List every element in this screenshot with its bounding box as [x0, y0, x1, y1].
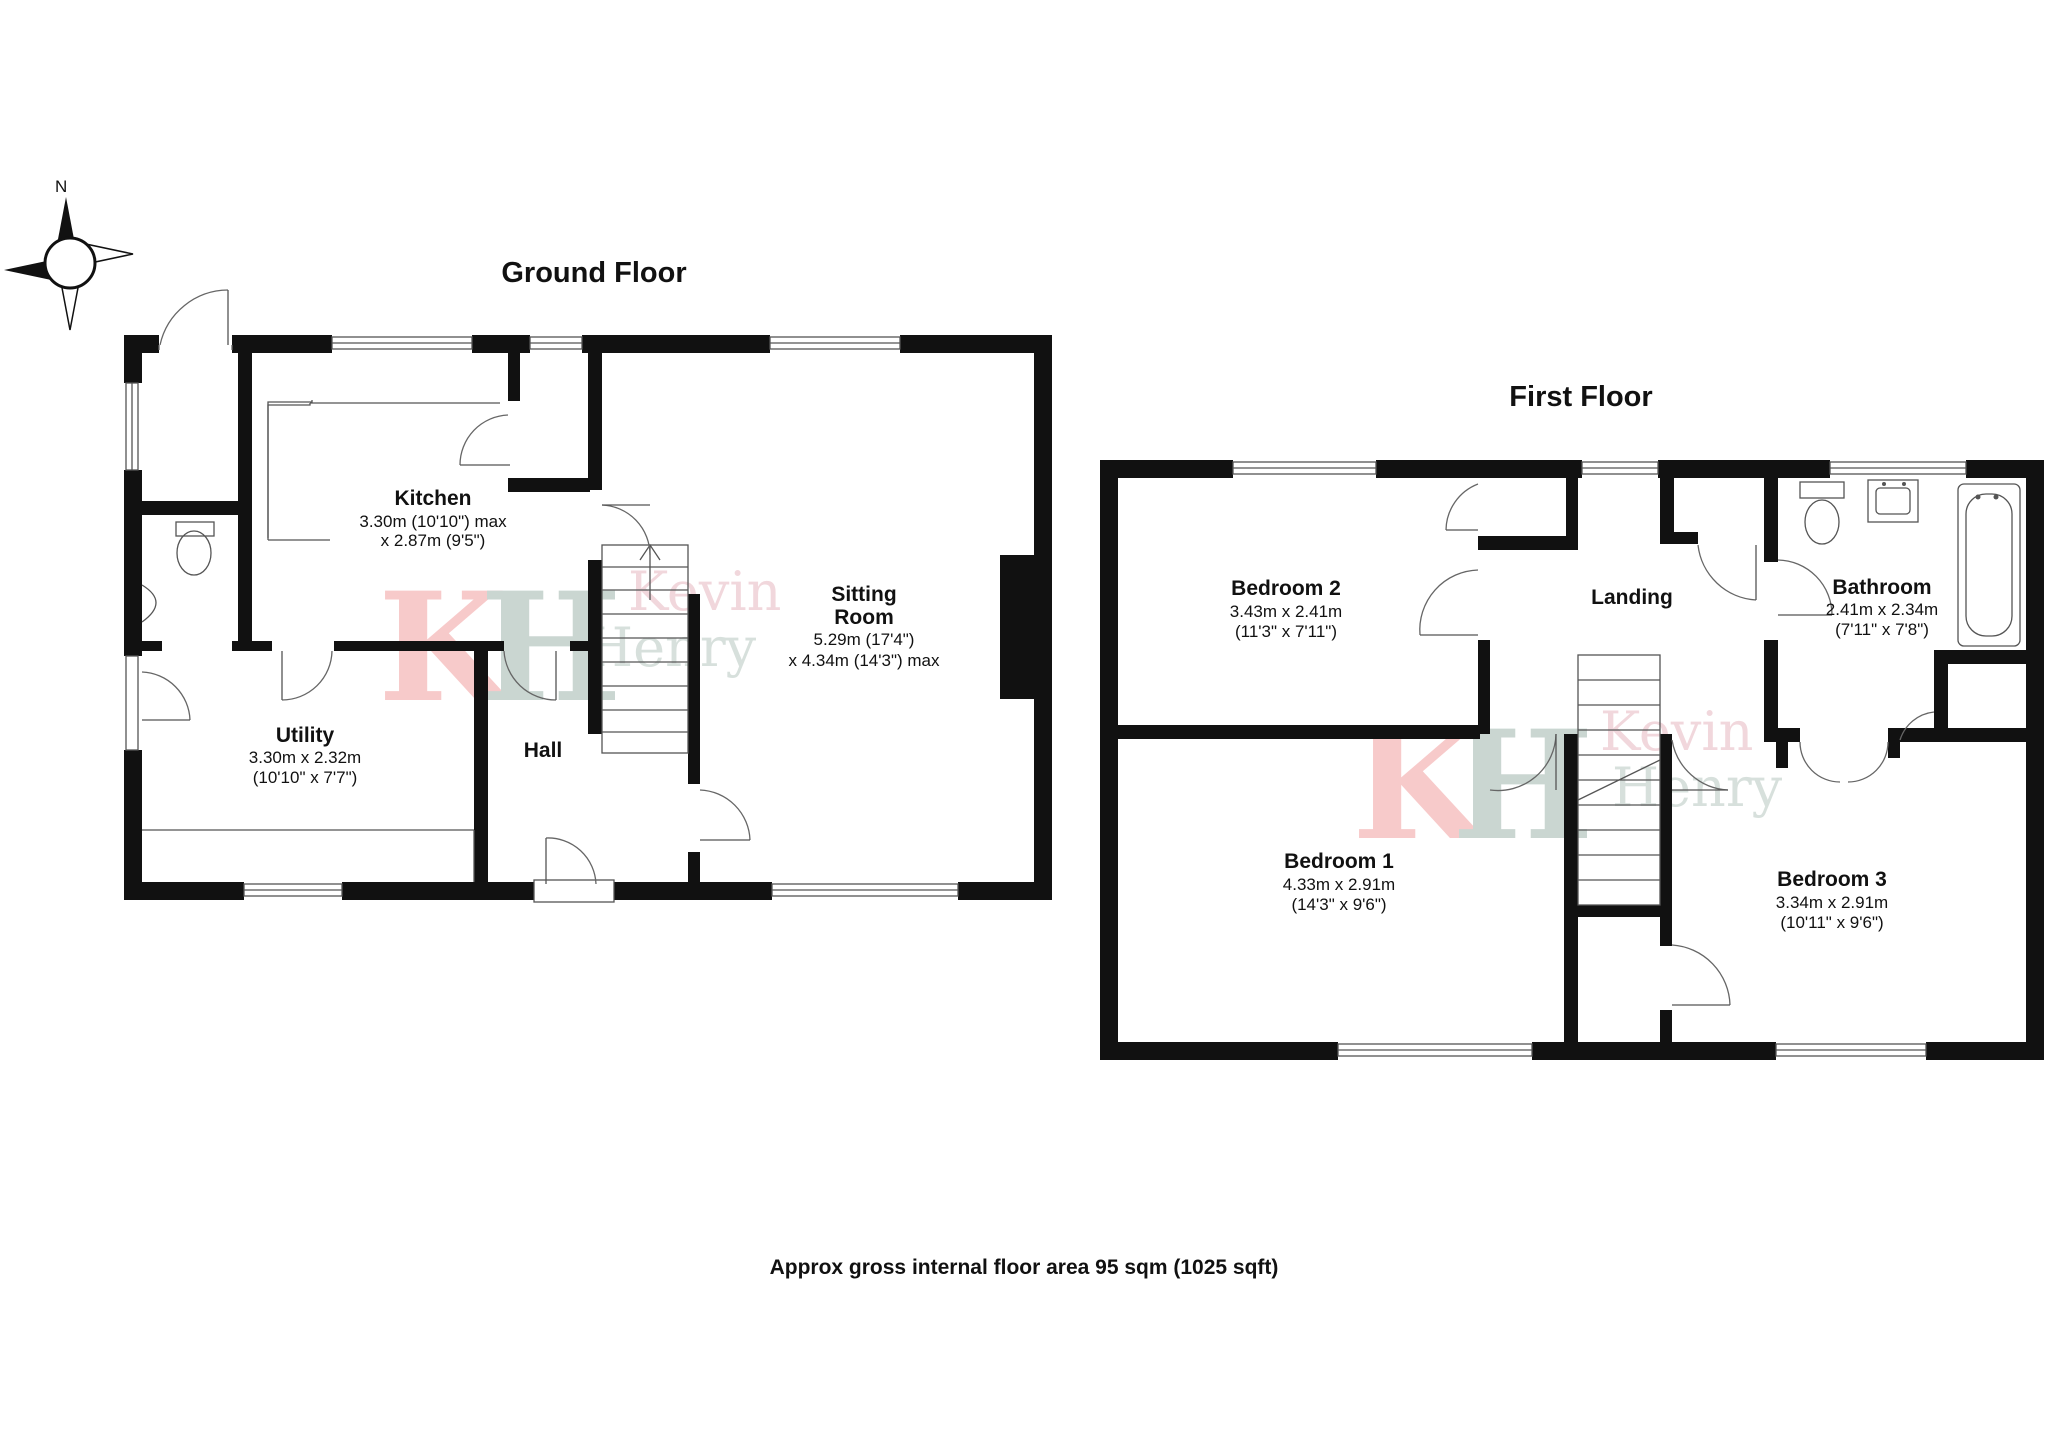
- bedroom-1-name: Bedroom 1: [1284, 850, 1394, 873]
- room-sitting-room: Sitting Room 5.29m (17'4") x 4.34m (14'3…: [789, 583, 940, 670]
- kitchen-dims-line2: x 2.87m (9'5"): [381, 531, 486, 550]
- first-floor-fittings: [1577, 479, 2021, 906]
- hall-name: Hall: [524, 739, 563, 762]
- bathroom-dims-line1: 2.41m x 2.34m: [1826, 600, 1938, 619]
- first-floor-title: First Floor: [1509, 381, 1652, 413]
- first-floor-walls: [1100, 460, 2044, 1060]
- sitting-room-name-line1: Sitting: [831, 583, 896, 606]
- first-floor-windows: [1232, 461, 1967, 1057]
- sitting-room-dims-line1: 5.29m (17'4"): [814, 630, 915, 649]
- sitting-room-dims-line2: x 4.34m (14'3") max: [789, 651, 940, 670]
- first-floor-doors: [1419, 483, 1935, 1006]
- room-kitchen: Kitchen 3.30m (10'10") max x 2.87m (9'5"…: [359, 487, 507, 550]
- bedroom-3-name: Bedroom 3: [1777, 868, 1887, 891]
- utility-dims-line1: 3.30m x 2.32m: [249, 748, 361, 767]
- kitchen-name: Kitchen: [394, 487, 471, 510]
- bedroom-3-dims-line1: 3.34m x 2.91m: [1776, 893, 1888, 912]
- bedroom-2-dims-line2: (11'3" x 7'11"): [1235, 622, 1337, 641]
- landing-name: Landing: [1591, 586, 1673, 609]
- svg-text:Henry: Henry: [1612, 756, 1783, 819]
- compass-icon: N: [4, 177, 134, 331]
- room-bathroom: Bathroom 2.41m x 2.34m (7'11" x 7'8"): [1826, 576, 1938, 639]
- bedroom-2-dims-line1: 3.43m x 2.41m: [1230, 602, 1342, 621]
- bathroom-name: Bathroom: [1832, 576, 1931, 599]
- bedroom-3-dims-line2: (10'11" x 9'6"): [1780, 913, 1883, 932]
- ground-floor-windows: [125, 336, 959, 897]
- bedroom-1-dims-line2: (14'3" x 9'6"): [1291, 895, 1386, 914]
- compass-north-label: N: [55, 177, 67, 196]
- room-hall: Hall: [524, 739, 563, 762]
- room-utility: Utility 3.30m x 2.32m (10'10" x 7'7"): [249, 724, 361, 787]
- room-bedroom-2: Bedroom 2 3.43m x 2.41m (11'3" x 7'11"): [1230, 577, 1342, 641]
- room-bedroom-1: Bedroom 1 4.33m x 2.91m (14'3" x 9'6"): [1283, 850, 1395, 914]
- utility-dims-line2: (10'10" x 7'7"): [253, 768, 358, 787]
- svg-text:Kevin: Kevin: [1600, 700, 1753, 763]
- room-landing: Landing: [1591, 586, 1673, 609]
- sitting-room-name-line2: Room: [834, 606, 894, 629]
- ground-floor-walls: [124, 335, 1052, 900]
- utility-name: Utility: [276, 724, 335, 747]
- ground-floor-doors: [141, 289, 751, 903]
- ground-floor-title: Ground Floor: [501, 257, 686, 289]
- floor-area-note: Approx gross internal floor area 95 sqm …: [770, 1256, 1279, 1279]
- room-bedroom-3: Bedroom 3 3.34m x 2.91m (10'11" x 9'6"): [1776, 868, 1888, 932]
- bathroom-dims-line2: (7'11" x 7'8"): [1835, 620, 1929, 639]
- ground-floor-fittings: [141, 400, 689, 882]
- bedroom-1-dims-line1: 4.33m x 2.91m: [1283, 875, 1395, 894]
- kitchen-dims-line1: 3.30m (10'10") max: [359, 512, 507, 531]
- svg-text:Kevin: Kevin: [628, 560, 781, 623]
- svg-text:Henry: Henry: [586, 616, 757, 679]
- bedroom-2-name: Bedroom 2: [1231, 577, 1341, 600]
